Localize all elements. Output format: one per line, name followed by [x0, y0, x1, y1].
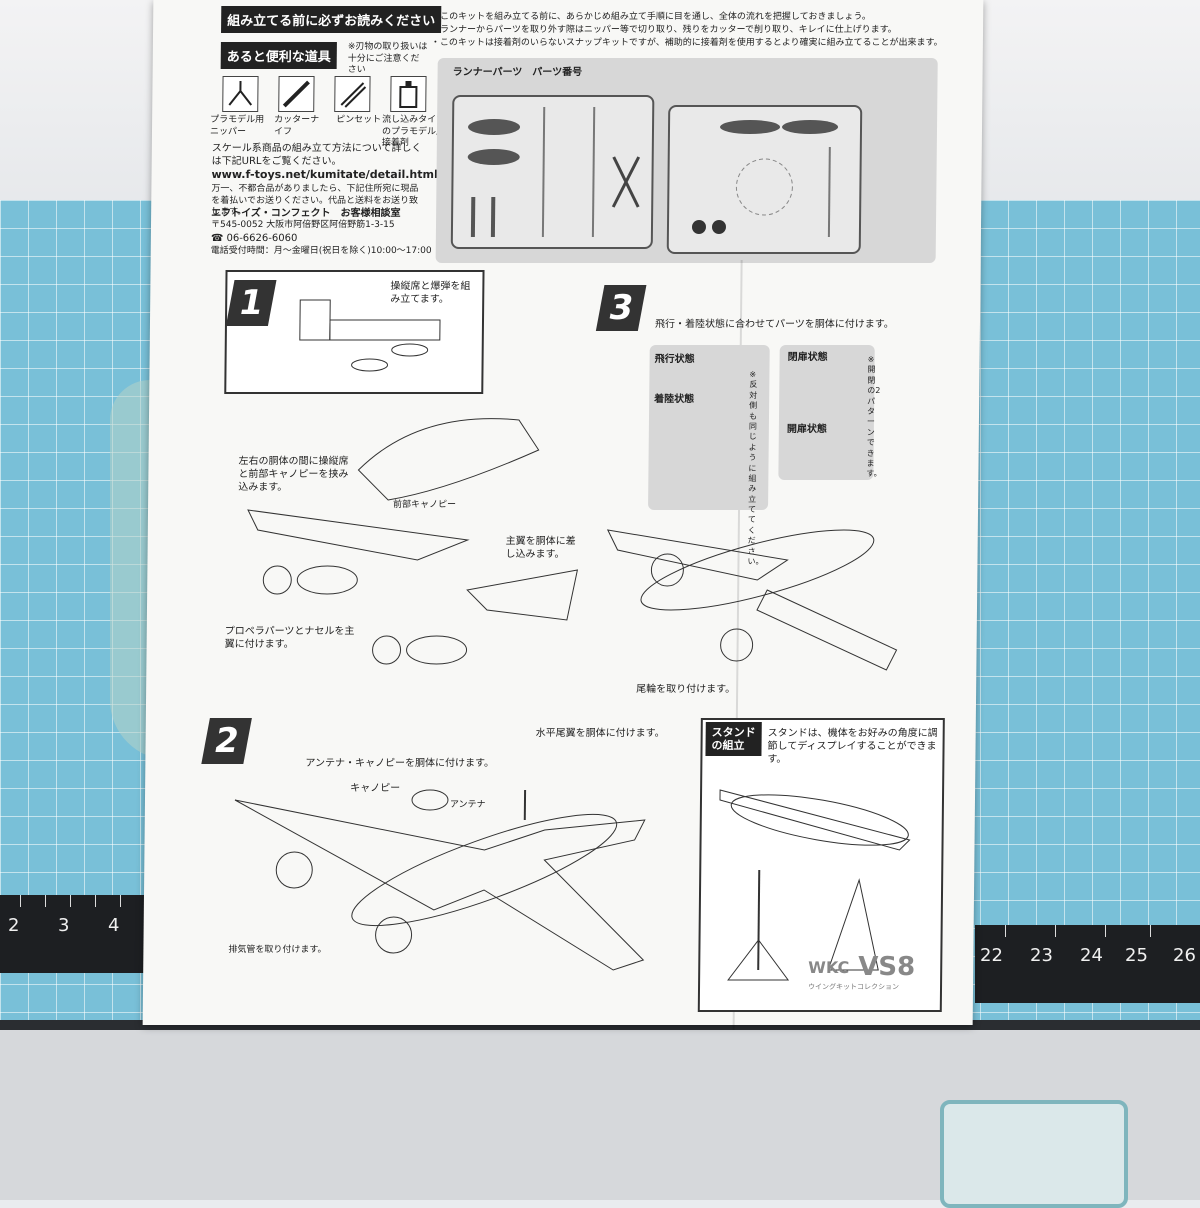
ruler-number: 26 [1173, 945, 1196, 966]
stand-title: スタンド の組立 [705, 722, 761, 756]
nipper-icon [222, 76, 258, 112]
must-read-label: 組み立てる前に必ずお読みください [221, 6, 441, 33]
ruler-number: 22 [980, 945, 1003, 966]
step1-plane-drawing [236, 390, 599, 690]
ruler-number: 25 [1125, 945, 1148, 966]
ruler-number: 24 [1080, 945, 1103, 966]
company-name: エフトイズ・コンフェクト お客様相談室 [211, 207, 401, 220]
ruler-number: 4 [108, 915, 119, 936]
postal-address: 〒545-0052 大阪市阿倍野区阿倍野筋1-3-15 [211, 220, 395, 232]
step3-text-a: 飛行・着陸状態に合わせてパーツを胴体に付けます。 [655, 318, 894, 331]
stand-text: スタンドは、機体をお好みの角度に調節してディスプレイすることができます。 [767, 727, 937, 766]
header-note: ・ランナーからパーツを取り外す際はニッパー等で切り取り、残りをカッターで削り取り… [431, 25, 951, 37]
tweezers-icon [334, 76, 370, 112]
step2-number: 2 [201, 718, 252, 764]
phone-number: ☎ 06-6626-6060 [211, 232, 298, 245]
header-note: ・このキットは接着剤のいらないスナップキットですが、補助的に接着剤を使用するとよ… [431, 38, 951, 50]
runner-a [451, 95, 655, 249]
tools-label: あると便利な道具 [221, 42, 337, 69]
note-pattern: ※開閉の2パターンできます。 [866, 355, 881, 480]
step2-plane-drawing [223, 760, 665, 990]
ruler-number: 23 [1030, 945, 1053, 966]
tool-label: プラモデル用ニッパー [210, 115, 270, 138]
stand-title-a: スタンド [712, 726, 756, 739]
cockpit-drawing [269, 280, 470, 390]
logo-main: VS8 [858, 952, 915, 982]
tools-note: ※刃物の取り扱いは十分にご注意ください [348, 42, 428, 77]
url-text: www.f-toys.net/kumitate/detail.html [211, 168, 437, 182]
ruler-right: 22 23 24 25 26 [975, 925, 1200, 1003]
landing-label: 着陸状態 [654, 390, 694, 405]
logo-sub: ウイングキットコレクション [808, 983, 899, 992]
ruler-number: 2 [8, 915, 19, 936]
stand-title-b: の組立 [711, 739, 744, 752]
step3-number: 3 [596, 285, 647, 331]
scale-info: スケール系商品の組み立て方法について詳しくは下記URLをご覧ください。 [212, 142, 427, 168]
flight-label: 飛行状態 [655, 350, 695, 365]
phone-hours: 電話受付時間：月～金曜日(祝日を除く)10:00～17:00 [211, 246, 432, 258]
tool-label: ピンセット [336, 115, 386, 127]
knife-icon [278, 76, 314, 112]
runner-legend: ランナーパーツ パーツ番号 [453, 66, 583, 79]
instruction-sheet: 組み立てる前に必ずお読みください あると便利な道具 ※刃物の取り扱いは十分にご注… [143, 0, 984, 1025]
glue-icon [390, 76, 426, 112]
step2-text-a: 水平尾翼を胴体に付けます。 [536, 727, 665, 740]
ruler-number: 3 [58, 915, 69, 936]
tablet-device [940, 1100, 1128, 1208]
logo-prefix: WKC [808, 958, 849, 977]
header-note: ・このキットを組み立てる前に、あらかじめ組み立て手順に目を通し、全体の流れを把握… [431, 12, 951, 24]
closed-label: 閉扉状態 [788, 348, 828, 363]
open-label: 開扉状態 [787, 420, 827, 435]
open-closed-box [778, 345, 874, 480]
runner-b [667, 105, 863, 254]
tool-label: カッターナイフ [274, 115, 324, 138]
step3-plane-drawing [586, 480, 928, 690]
step1-number: 1 [226, 280, 277, 326]
